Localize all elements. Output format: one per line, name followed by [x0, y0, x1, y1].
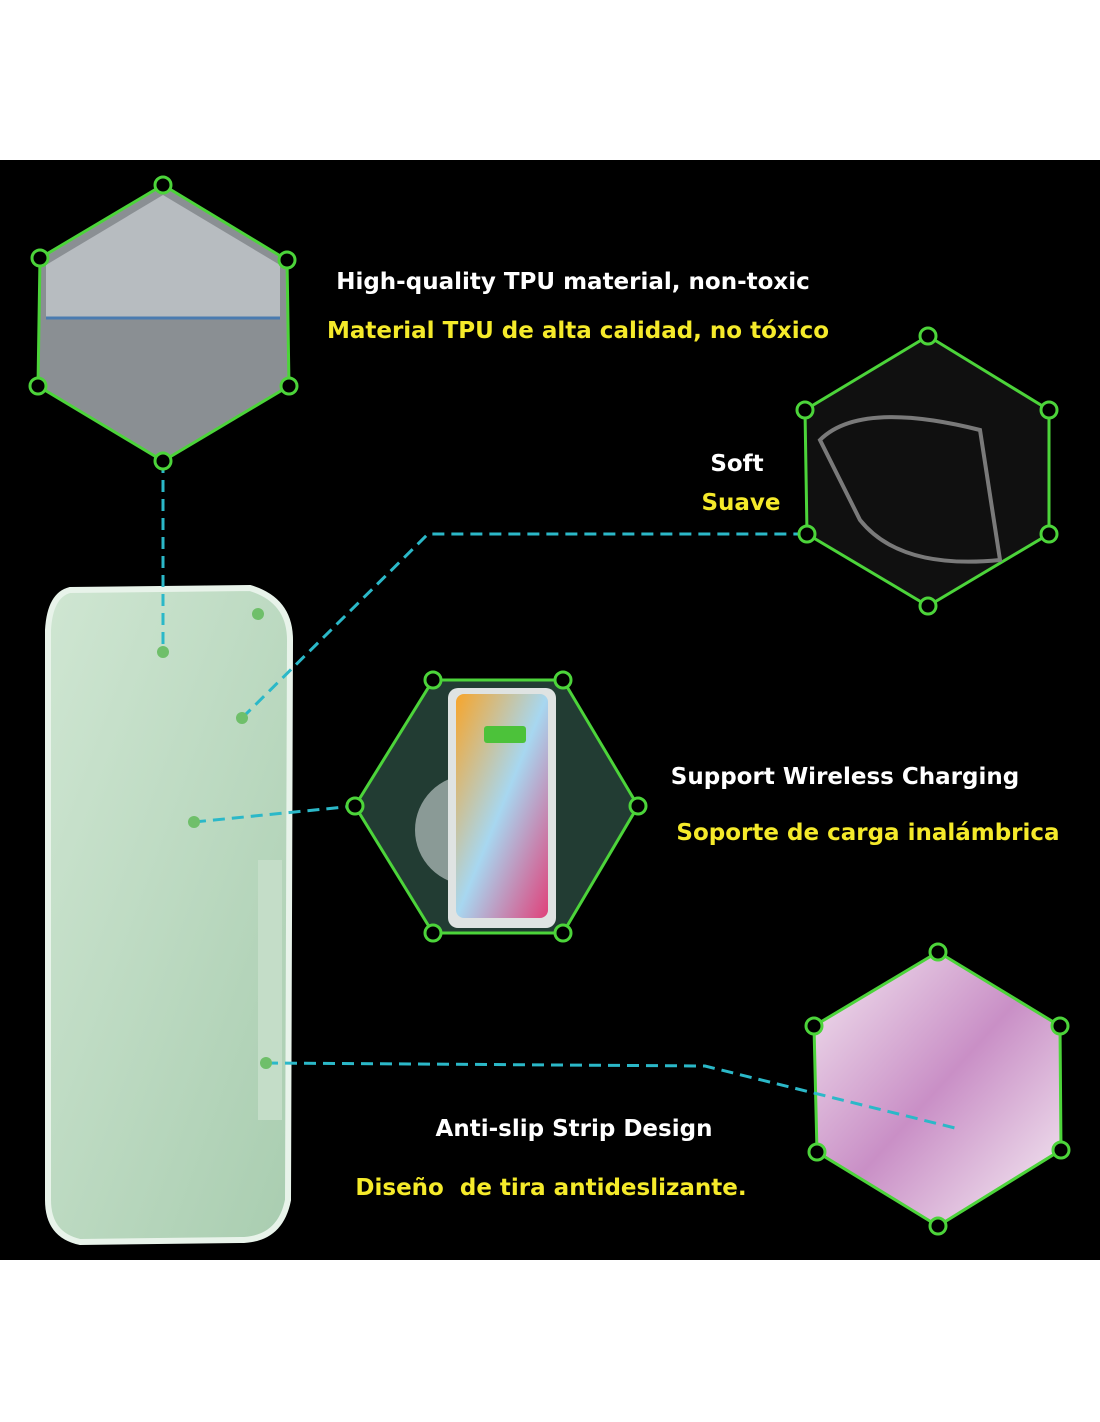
outline-nodes [28, 175, 1071, 1236]
hexagon-soft [803, 334, 1051, 608]
feature-wireless-en: Support Wireless Charging [670, 764, 1020, 790]
feature-antislip-en: Anti-slip Strip Design [435, 1116, 713, 1142]
leader-lines [161, 461, 956, 1130]
feature-soft-es: Suave [701, 490, 781, 516]
clear-phone-case [45, 584, 294, 1246]
case-points [157, 608, 272, 1069]
feature-antislip-es: Diseño de tira antideslizante. [355, 1175, 747, 1201]
feature-soft-en: Soft [710, 451, 764, 477]
hexagon-wireless [353, 678, 640, 935]
hexagon-antislip [812, 950, 1063, 1228]
hexagon-tpu [36, 183, 291, 463]
feature-tpu-en: High-quality TPU material, non-toxic [336, 269, 810, 295]
feature-wireless-es: Soporte de carga inalámbrica [676, 820, 1060, 846]
feature-tpu-es: Material TPU de alta calidad, no tóxico [326, 318, 830, 344]
